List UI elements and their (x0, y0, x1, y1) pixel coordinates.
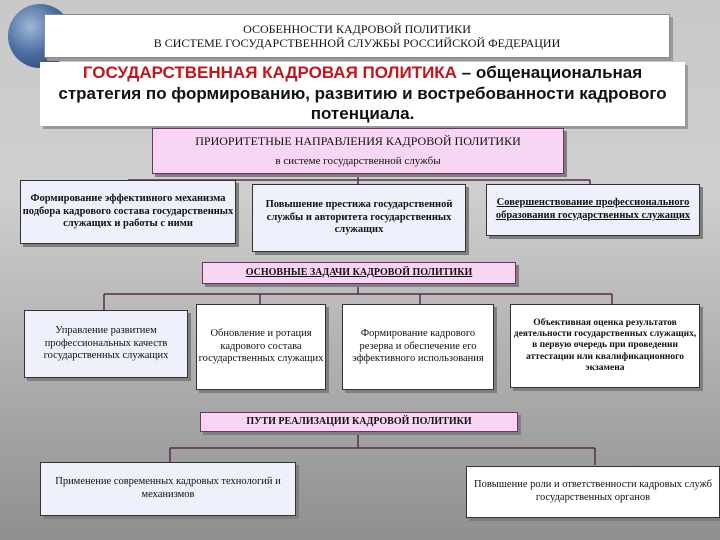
definition-term: ГОСУДАРСТВЕННАЯ КАДРОВАЯ ПОЛИТИКА (83, 63, 457, 82)
priorities-header: ПРИОРИТЕТНЫЕ НАПРАВЛЕНИЯ КАДРОВОЙ ПОЛИТИ… (152, 128, 564, 174)
priority-item-1: Формирование эффективного механизма подб… (20, 180, 236, 244)
tasks-header: ОСНОВНЫЕ ЗАДАЧИ КАДРОВОЙ ПОЛИТИКИ (202, 262, 516, 284)
priorities-subtitle: в системе государственной службы (275, 155, 440, 168)
task-item-1: Управление развитием профессиональных ка… (24, 310, 188, 378)
page-title: ОСОБЕННОСТИ КАДРОВОЙ ПОЛИТИКИ В СИСТЕМЕ … (44, 14, 670, 58)
title-line-1: ОСОБЕННОСТИ КАДРОВОЙ ПОЛИТИКИ (243, 22, 471, 36)
task-item-3: Формирование кадрового резерва и обеспеч… (342, 304, 494, 390)
definition-text: ГОСУДАРСТВЕННАЯ КАДРОВАЯ ПОЛИТИКА – обще… (50, 63, 675, 124)
task-item-4: Объективная оценка результатов деятельно… (510, 304, 700, 388)
priority-item-3: Совершенствование профессионального обра… (486, 184, 700, 236)
ways-header: ПУТИ РЕАЛИЗАЦИИ КАДРОВОЙ ПОЛИТИКИ (200, 412, 518, 432)
ways-item-2: Повышение роли и ответственности кадровы… (466, 466, 720, 518)
definition-box: ГОСУДАРСТВЕННАЯ КАДРОВАЯ ПОЛИТИКА – обще… (40, 62, 685, 126)
priority-item-2: Повышение престижа государственной служб… (252, 184, 466, 252)
ways-item-1: Применение современных кадровых технолог… (40, 462, 296, 516)
title-line-2: В СИСТЕМЕ ГОСУДАРСТВЕННОЙ СЛУЖБЫ РОССИЙС… (154, 36, 561, 50)
task-item-2: Обновление и ротация кадрового состава г… (196, 304, 326, 390)
priorities-title: ПРИОРИТЕТНЫЕ НАПРАВЛЕНИЯ КАДРОВОЙ ПОЛИТИ… (195, 134, 521, 148)
